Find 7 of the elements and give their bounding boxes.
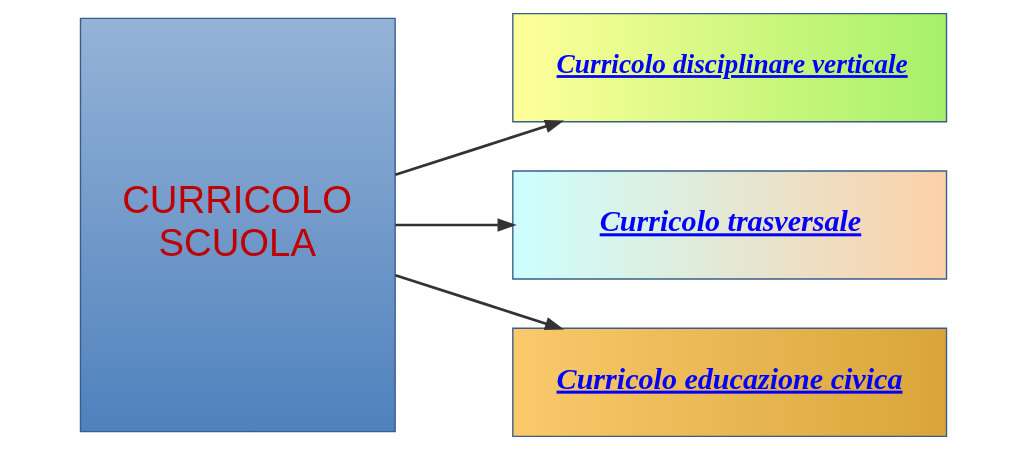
arrow [394,273,565,331]
arrow [395,218,517,232]
node-box: Curricolo educazione civica [512,327,948,438]
node-box: CURRICOLO SCUOLA [79,17,396,433]
arrow [394,119,565,177]
node-box: Curricolo trasversale [512,170,948,280]
node-box: Curricolo disciplinare verticale [512,12,948,123]
